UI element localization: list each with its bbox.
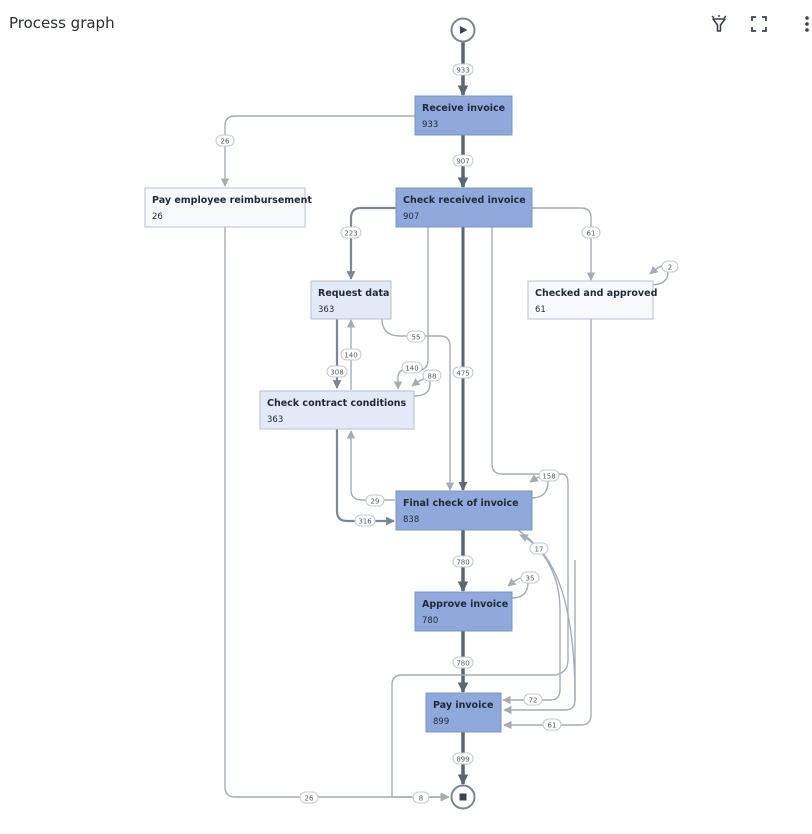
edge-label: 2 [661, 260, 679, 273]
svg-text:140: 140 [405, 365, 418, 373]
svg-text:61: 61 [587, 230, 596, 238]
edge-final-contract[interactable] [346, 430, 395, 501]
edge-label: 899 [452, 752, 474, 765]
end-node[interactable] [450, 784, 476, 810]
edge-label: 907 [452, 154, 474, 167]
node-title: Final check of invoice [403, 498, 519, 509]
node-pay-employee-reimbursement[interactable]: Pay employee reimbursement 26 [144, 187, 312, 228]
edge-label: 933 [452, 63, 474, 76]
svg-text:158: 158 [542, 473, 555, 481]
node-title: Receive invoice [422, 103, 505, 114]
edge-contract-final[interactable] [335, 429, 395, 526]
edge-label: 26 [215, 134, 235, 147]
edge-check-final-self[interactable] [391, 227, 569, 802]
start-node[interactable] [450, 17, 476, 43]
edge-label: 61 [542, 718, 562, 731]
node-title: Request data [318, 288, 389, 299]
svg-text:55: 55 [412, 334, 421, 342]
page-title: Process graph [9, 14, 115, 32]
edge-label: 8 [412, 791, 430, 804]
node-title: Checked and approved [535, 288, 657, 299]
svg-text:907: 907 [456, 158, 469, 166]
fullscreen-icon[interactable] [747, 12, 771, 36]
svg-text:780: 780 [456, 660, 469, 668]
svg-text:29: 29 [371, 498, 380, 506]
edge-label: 29 [365, 494, 385, 507]
edge-label: 780 [452, 656, 474, 669]
edge-label: 475 [452, 366, 474, 379]
node-title: Approve invoice [422, 599, 508, 610]
node-count: 61 [535, 305, 546, 315]
svg-text:26: 26 [305, 795, 314, 803]
svg-text:933: 933 [456, 67, 469, 75]
svg-text:223: 223 [344, 230, 357, 238]
svg-text:8: 8 [419, 795, 423, 803]
edge-label: 140 [401, 361, 423, 374]
edge-final-pay-17[interactable] [519, 534, 576, 701]
node-count: 838 [403, 515, 419, 525]
edge-label: 88 [422, 369, 442, 382]
node-count: 933 [422, 120, 438, 130]
svg-text:780: 780 [456, 559, 469, 567]
edge-check-checked[interactable] [531, 207, 596, 281]
edge-check-request[interactable] [346, 206, 396, 280]
edge-label: 316 [354, 514, 376, 527]
node-receive-invoice[interactable]: Receive invoice 933 [414, 95, 513, 136]
node-title: Check contract conditions [267, 398, 407, 409]
node-title: Pay employee reimbursement [152, 195, 312, 206]
node-title: Check received invoice [403, 195, 526, 206]
node-count: 780 [422, 616, 438, 626]
edge-label: 72 [523, 693, 543, 706]
node-approve-invoice[interactable]: Approve invoice 780 [414, 591, 513, 632]
edge-label: 223 [340, 226, 362, 239]
edge-checked-pay[interactable] [503, 319, 592, 730]
edge-request-final[interactable] [381, 318, 455, 491]
node-checked-and-approved[interactable]: Checked and approved 61 [527, 280, 657, 320]
more-vertical-icon[interactable] [801, 12, 812, 36]
node-title: Pay invoice [433, 700, 493, 711]
edge-label: 140 [340, 348, 362, 361]
node-check-contract-conditions[interactable]: Check contract conditions 363 [259, 390, 415, 430]
svg-text:140: 140 [344, 352, 357, 360]
svg-text:475: 475 [456, 370, 469, 378]
edge-labels: 933 907 26 223 61 2 55 140 308 140 88 47… [215, 63, 679, 804]
edge-payemp-end[interactable] [224, 227, 450, 802]
edges [220, 42, 669, 802]
filter-icon[interactable] [707, 12, 731, 36]
edge-receive-payemp[interactable] [220, 115, 415, 187]
node-count: 26 [152, 212, 163, 222]
svg-text:35: 35 [526, 575, 535, 583]
edge-label: 26 [299, 791, 319, 804]
svg-text:61: 61 [548, 722, 557, 730]
node-count: 363 [267, 415, 283, 425]
node-count: 363 [318, 305, 334, 315]
node-check-received-invoice[interactable]: Check received invoice 907 [395, 187, 533, 228]
svg-text:308: 308 [330, 369, 343, 377]
edge-label: 61 [581, 226, 601, 239]
node-count: 907 [403, 212, 419, 222]
node-final-check-of-invoice[interactable]: Final check of invoice 838 [395, 490, 533, 531]
svg-text:899: 899 [456, 756, 469, 764]
svg-text:17: 17 [535, 546, 544, 554]
stop-icon [459, 793, 467, 801]
edge-label: 308 [326, 365, 348, 378]
node-count: 899 [433, 717, 449, 727]
svg-text:26: 26 [221, 138, 230, 146]
svg-text:2: 2 [668, 264, 672, 272]
edge-label: 780 [452, 555, 474, 568]
edge-label: 17 [529, 542, 549, 555]
svg-text:88: 88 [428, 373, 437, 381]
edge-contract-self[interactable] [411, 377, 431, 397]
play-icon [460, 26, 468, 34]
svg-text:316: 316 [358, 518, 372, 526]
svg-text:72: 72 [529, 697, 538, 705]
edge-label: 35 [520, 571, 540, 584]
edge-label: 158 [538, 469, 560, 482]
edge-final-pay[interactable] [503, 560, 576, 715]
edge-label: 55 [406, 330, 426, 343]
node-pay-invoice[interactable]: Pay invoice 899 [425, 692, 502, 733]
node-request-data[interactable]: Request data 363 [310, 280, 392, 320]
